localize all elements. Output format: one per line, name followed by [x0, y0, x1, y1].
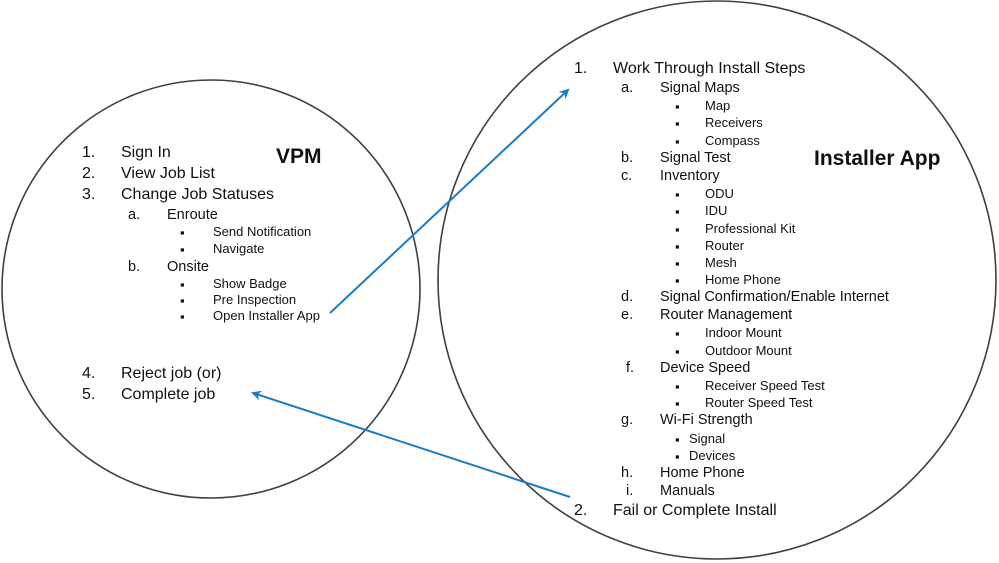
- installer-bullet-map: Map: [705, 98, 731, 113]
- installer-bullet-router: Router: [705, 238, 745, 253]
- vpm-subitem-onsite: Onsite: [167, 259, 209, 275]
- vpm-item-view-job-list: View Job List: [121, 165, 215, 182]
- installer-subitem-letter: e.: [621, 307, 634, 323]
- installer-subitem-manuals: Manuals: [660, 483, 715, 499]
- vpm-bullet-show-badge: Show Badge: [213, 276, 287, 291]
- installer-bullet-indoor-mount: Indoor Mount: [705, 325, 782, 340]
- bullet-icon: ▪: [675, 449, 680, 464]
- installer-subitem-letter: f.: [626, 360, 635, 376]
- bullet-icon: ▪: [675, 344, 680, 359]
- vpm-bullet-navigate: Navigate: [213, 241, 265, 256]
- vpm-circle: [1, 79, 421, 499]
- vpm-bullet-send-notification: Send Notification: [213, 224, 312, 239]
- bullet-icon: ▪: [675, 187, 680, 202]
- installer-bullet-mesh: Mesh: [705, 255, 737, 270]
- vpm-item-num: 5.: [82, 386, 96, 403]
- bullet-icon: ▪: [180, 242, 185, 257]
- installer-subitem-home-phone: Home Phone: [660, 465, 745, 481]
- bullet-icon: ▪: [675, 116, 680, 131]
- installer-item-num: 1.: [574, 60, 588, 77]
- vpm-subitem-letter: a.: [128, 207, 141, 223]
- bullet-icon: ▪: [675, 239, 680, 254]
- bullet-icon: ▪: [675, 99, 680, 114]
- bullet-icon: ▪: [675, 326, 680, 341]
- vpm-subitem-enroute: Enroute: [167, 207, 218, 223]
- installer-bullet-receiver-speed-test: Receiver Speed Test: [705, 378, 825, 393]
- installer-item-fail-or-complete-install: Fail or Complete Install: [613, 502, 777, 519]
- bullet-icon: ▪: [675, 273, 680, 288]
- vpm-item-num: 1.: [82, 144, 96, 161]
- bullet-icon: ▪: [675, 134, 680, 149]
- installer-subitem-signal-confirmation-enable-internet: Signal Confirmation/Enable Internet: [660, 289, 889, 305]
- arrow-fail-complete-to-complete-job: [251, 390, 571, 498]
- vpm-item-num: 4.: [82, 365, 96, 382]
- bullet-icon: ▪: [180, 293, 185, 308]
- vpm-bullet-open-installer-app: Open Installer App: [213, 308, 320, 323]
- vpm-item-sign-in: Sign In: [121, 144, 171, 161]
- installer-bullet-devices: Devices: [689, 448, 736, 463]
- installer-bullet-receivers: Receivers: [705, 115, 763, 130]
- installer-subitem-signal-maps: Signal Maps: [660, 80, 740, 96]
- bullet-icon: ▪: [675, 256, 680, 271]
- vpm-item-reject-job: Reject job (or): [121, 365, 222, 382]
- installer-app-circle: [437, 0, 997, 560]
- installer-bullet-outdoor-mount: Outdoor Mount: [705, 343, 792, 358]
- installer-subitem-signal-test: Signal Test: [660, 150, 731, 166]
- installer-bullet-router-speed-test: Router Speed Test: [705, 395, 813, 410]
- installer-subitem-router-management: Router Management: [660, 307, 793, 323]
- installer-subitem-letter: g.: [621, 412, 634, 428]
- bullet-icon: ▪: [180, 309, 185, 324]
- bullet-icon: ▪: [180, 225, 185, 240]
- installer-bullet-professional-kit: Professional Kit: [705, 221, 796, 236]
- arrow-open-installer-to-install-steps: [329, 88, 570, 314]
- installer-subitem-letter: i.: [626, 483, 634, 499]
- installer-subitem-letter: h.: [621, 465, 634, 481]
- installer-subitem-letter: c.: [621, 168, 633, 184]
- installer-bullet-home-phone: Home Phone: [705, 272, 781, 287]
- installer-subitem-letter: d.: [621, 289, 634, 305]
- installer-subitem-device-speed: Device Speed: [660, 360, 751, 376]
- bullet-icon: ▪: [180, 277, 185, 292]
- installer-subitem-inventory: Inventory: [660, 168, 720, 184]
- installer-bullet-idu: IDU: [705, 203, 728, 218]
- installer-bullet-odu: ODU: [705, 186, 734, 201]
- vpm-bullet-pre-inspection: Pre Inspection: [213, 292, 297, 307]
- installer-app-title: Installer App: [814, 147, 941, 170]
- bullet-icon: ▪: [675, 379, 680, 394]
- installer-item-num: 2.: [574, 502, 588, 519]
- vpm-title: VPM: [276, 145, 322, 168]
- bullet-icon: ▪: [675, 222, 680, 237]
- installer-bullet-signal: Signal: [689, 431, 726, 446]
- installer-item-work-through-install-steps: Work Through Install Steps: [613, 60, 806, 77]
- bullet-icon: ▪: [675, 396, 680, 411]
- bullet-icon: ▪: [675, 204, 680, 219]
- installer-subitem-letter: a.: [621, 80, 634, 96]
- installer-bullet-compass: Compass: [705, 133, 760, 148]
- vpm-item-num: 2.: [82, 165, 96, 182]
- vpm-item-complete-job: Complete job: [121, 386, 216, 403]
- vpm-item-num: 3.: [82, 186, 96, 203]
- vpm-subitem-letter: b.: [128, 259, 141, 275]
- installer-subitem-wi-fi-strength: Wi-Fi Strength: [660, 412, 753, 428]
- installer-subitem-letter: b.: [621, 150, 634, 166]
- bullet-icon: ▪: [675, 432, 680, 447]
- vpm-item-change-job-statuses: Change Job Statuses: [121, 186, 274, 203]
